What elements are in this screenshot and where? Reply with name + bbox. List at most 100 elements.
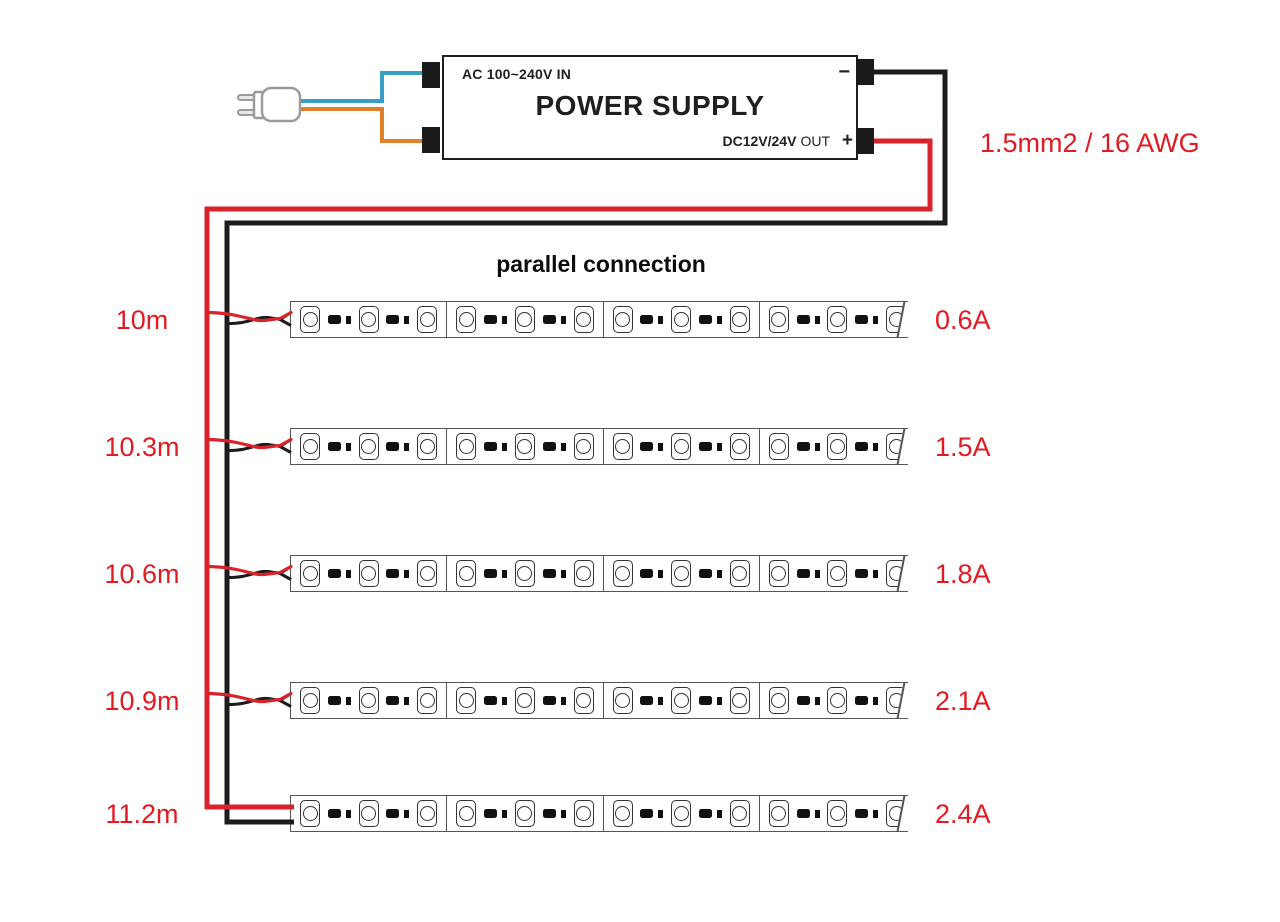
resistor-pad [716, 569, 722, 578]
resistor-pad [560, 569, 566, 578]
led-chip-icon [417, 306, 438, 333]
resistor-icon [796, 569, 820, 578]
led-lens-icon [576, 566, 591, 581]
led-lens-icon [673, 312, 689, 327]
resistor-body [698, 442, 712, 451]
resistor-pad [873, 315, 879, 324]
resistor-body [542, 315, 556, 324]
resistor-pad [404, 569, 410, 578]
led-lens-icon [517, 566, 533, 581]
resistor-body [796, 442, 810, 451]
strip-segment [447, 683, 604, 718]
led-lens-icon [302, 312, 318, 327]
led-lens-icon [615, 806, 630, 821]
resistor-icon [327, 569, 351, 578]
resistor-icon [796, 315, 820, 324]
resistor-icon [327, 315, 351, 324]
resistor-icon [855, 442, 879, 451]
led-lens-icon [576, 806, 591, 821]
resistor-icon [327, 442, 351, 451]
strip-segment [447, 796, 604, 831]
resistor-icon [698, 315, 722, 324]
resistor-icon [640, 696, 664, 705]
strip-segment [760, 683, 908, 718]
led-lens-icon [829, 312, 845, 327]
led-lens-icon [829, 806, 845, 821]
resistor-pad [716, 809, 722, 818]
strip-segment [604, 302, 760, 337]
led-strip [290, 795, 908, 832]
led-chip-icon [514, 306, 535, 333]
strip-segment [291, 302, 448, 337]
strip-segment [447, 302, 604, 337]
resistor-body [386, 809, 400, 818]
resistor-pad [404, 809, 410, 818]
resistor-icon [698, 809, 722, 818]
led-chip-icon [612, 306, 633, 333]
led-chip-icon [358, 687, 379, 714]
led-chip-icon [612, 800, 633, 827]
led-lens-icon [615, 312, 630, 327]
resistor-pad [502, 809, 508, 818]
led-lens-icon [576, 693, 591, 708]
resistor-pad [814, 442, 820, 451]
led-chip-icon [358, 306, 379, 333]
led-lens-icon [673, 693, 689, 708]
resistor-pad [404, 442, 410, 451]
resistor-body [855, 809, 869, 818]
resistor-pad [873, 442, 879, 451]
strip-segment [604, 556, 760, 591]
strip-length-label: 10.3m [104, 431, 180, 462]
resistor-icon [327, 696, 351, 705]
led-lens-icon [458, 312, 474, 327]
resistor-body [327, 809, 341, 818]
resistor-icon [640, 315, 664, 324]
led-lens-icon [419, 439, 435, 454]
resistor-body [542, 809, 556, 818]
resistor-pad [658, 315, 664, 324]
led-lens-icon [517, 439, 533, 454]
led-lens-icon [615, 439, 630, 454]
resistor-icon [640, 442, 664, 451]
strip-length-label: 10.6m [104, 558, 180, 589]
led-chip-icon [358, 560, 379, 587]
resistor-pad [658, 696, 664, 705]
resistor-body [386, 315, 400, 324]
resistor-icon [640, 809, 664, 818]
led-chip-icon [729, 560, 750, 587]
resistor-icon [386, 442, 410, 451]
resistor-body [640, 315, 654, 324]
resistor-icon [698, 569, 722, 578]
led-chip-icon [827, 433, 848, 460]
led-chip-icon [456, 687, 477, 714]
led-chip-icon [456, 306, 477, 333]
led-chip-icon [612, 433, 633, 460]
resistor-icon [796, 696, 820, 705]
led-lens-icon [732, 566, 748, 581]
led-chip-icon [514, 687, 535, 714]
led-lens-icon [458, 693, 474, 708]
led-chip-icon [671, 687, 692, 714]
led-lens-icon [732, 312, 748, 327]
resistor-body [855, 696, 869, 705]
strip-segment [604, 429, 760, 464]
led-lens-icon [302, 693, 318, 708]
resistor-icon [484, 442, 508, 451]
led-chip-icon [729, 433, 750, 460]
resistor-pad [658, 442, 664, 451]
led-chip-icon [300, 306, 320, 333]
led-chip-icon [573, 306, 594, 333]
resistor-body [542, 696, 556, 705]
resistor-pad [658, 569, 664, 578]
resistor-body [542, 442, 556, 451]
led-chip-icon [417, 560, 438, 587]
resistor-body [796, 569, 810, 578]
resistor-pad [716, 442, 722, 451]
led-chip-icon [671, 433, 692, 460]
led-lens-icon [458, 806, 474, 821]
strip-segment [604, 796, 760, 831]
resistor-body [698, 809, 712, 818]
led-lens-icon [361, 312, 377, 327]
resistor-icon [386, 809, 410, 818]
